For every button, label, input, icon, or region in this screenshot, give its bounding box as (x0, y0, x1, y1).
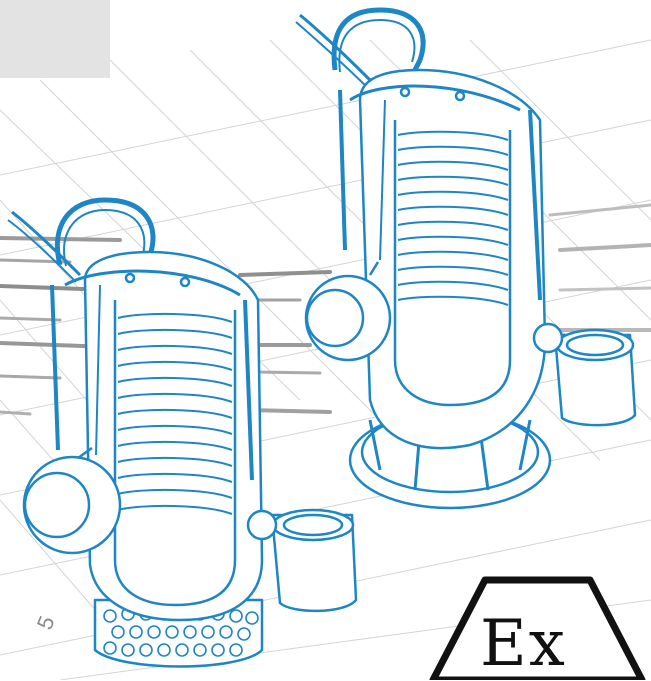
pump-back (295, 7, 637, 510)
certification-mark-text: Ex (480, 607, 567, 681)
corner-tab (0, 0, 110, 78)
hexagon-icon (429, 576, 646, 680)
pump-front (7, 197, 358, 668)
